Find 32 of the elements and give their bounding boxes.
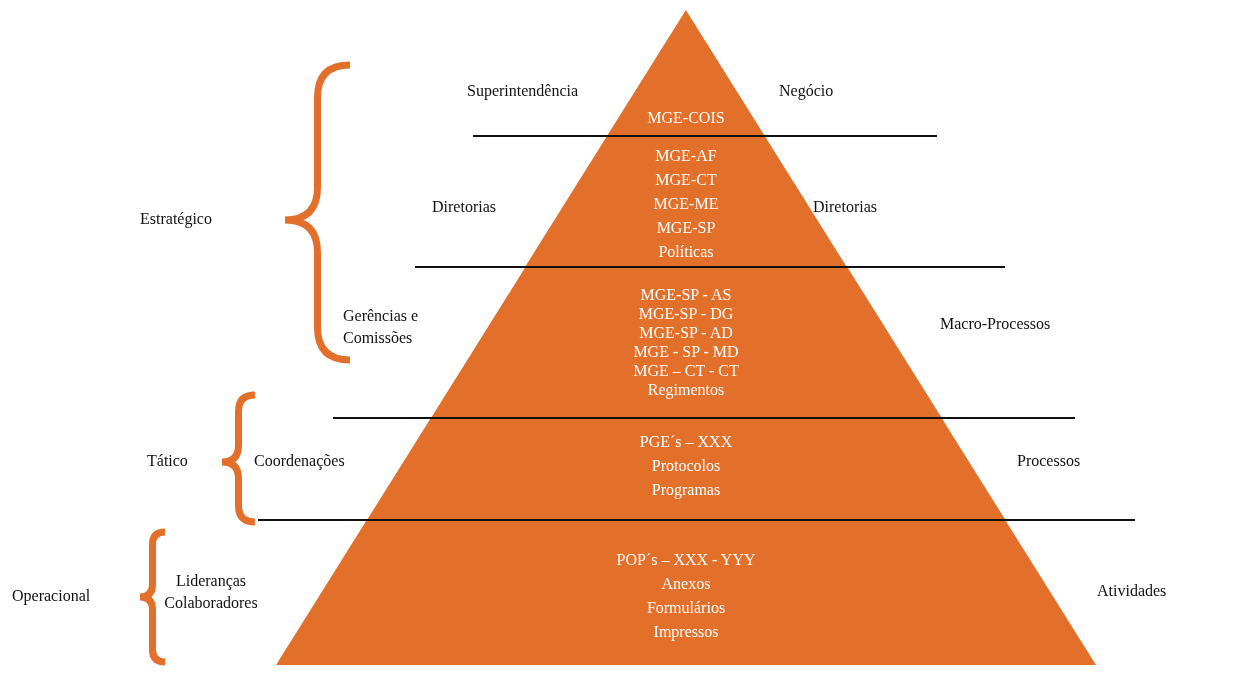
band-text: MGE-AF	[655, 146, 717, 166]
band-text: Formulários	[646, 598, 726, 618]
band-text: Anexos	[661, 574, 711, 594]
band-text: Impressos	[653, 622, 719, 643]
level-label: Processos	[1017, 452, 1081, 470]
level-label: Coordenações	[254, 452, 345, 470]
level-label: Diretorias	[813, 198, 877, 216]
band-text: Políticas	[658, 242, 714, 262]
band-text: MGE-COIS	[647, 108, 725, 128]
band-text: MGE-SP - AS	[640, 285, 732, 304]
band-text: MGE-SP - DG	[638, 304, 734, 323]
band-text: MGE - SP - MD	[633, 342, 739, 361]
band-text: MGE – CT - CT	[633, 361, 739, 380]
band-text: Regimentos	[647, 380, 725, 399]
band-text: Programas	[651, 480, 721, 501]
band-text: MGE-CT	[655, 170, 717, 190]
band-text: MGE-SP	[656, 218, 716, 238]
band-text: POP´s – XXX - YYY	[616, 550, 756, 570]
level-label: Diretorias	[432, 198, 496, 216]
level-label: Atividades	[1097, 582, 1167, 600]
level-label: Superintendência	[467, 82, 579, 100]
level-label: Negócio	[779, 82, 834, 100]
level-label: Macro-Processos	[940, 315, 1051, 333]
level-label: Estratégico	[140, 210, 212, 228]
level-label: Lideranças Colaboradores	[163, 571, 259, 613]
level-label: Gerências e Comissões	[343, 306, 420, 348]
band-text: MGE-SP - AD	[639, 323, 733, 342]
band-text: Protocolos	[651, 456, 721, 476]
band-text: MGE-ME	[653, 194, 719, 214]
level-label: Tático	[147, 452, 188, 470]
level-label: Operacional	[12, 587, 91, 605]
band-text: PGE´s – XXX	[639, 432, 733, 452]
